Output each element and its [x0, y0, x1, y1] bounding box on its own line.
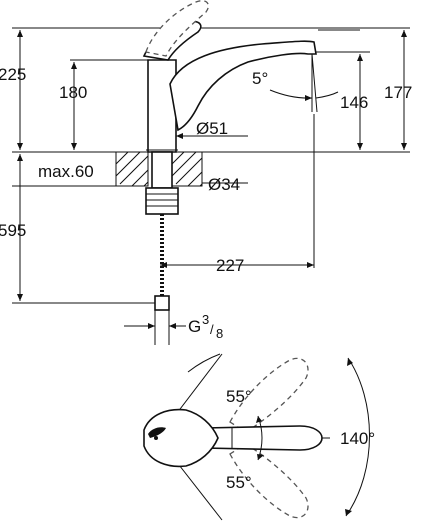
arrows-swing-inner: [256, 416, 264, 460]
side-view: 225 180 595 146 177 5° Ø51 max.60: [0, 0, 412, 345]
dim-spout-top: 177: [384, 83, 412, 102]
shank: [151, 151, 173, 189]
spout-axis-angled: [311, 53, 318, 113]
dim-thread-slash: /: [210, 322, 214, 337]
faucet-body: [147, 59, 177, 153]
dim-total-height: 225: [0, 65, 26, 84]
dim-hole-diameter: Ø34: [208, 175, 240, 194]
mounting-nut: [145, 187, 179, 215]
dim-below-depth: 595: [0, 221, 26, 240]
dim-spout-angle: 5°: [252, 69, 268, 88]
arrow-diameter-51: [176, 133, 183, 139]
spout: [169, 40, 317, 132]
dim-base-diameter: Ø51: [196, 119, 228, 138]
angle-swing-left: 55°: [226, 387, 252, 406]
spout-ghost-upper: [229, 357, 309, 433]
angle-leader-right: [315, 91, 339, 99]
handle-indicator-mark: [148, 427, 166, 438]
nut-threads: [146, 193, 178, 207]
pivot-point: [154, 436, 158, 440]
dim-reach: 227: [216, 256, 244, 275]
spout-ghost-lower: [229, 443, 309, 519]
angle-swing-total: 140°: [340, 429, 375, 448]
swing-arc-total: [345, 357, 370, 517]
dim-spout-height: 146: [340, 93, 368, 112]
angle-arrow: [305, 95, 312, 101]
hose-fitting: [154, 295, 170, 311]
countertop-section: [115, 151, 203, 187]
angle-swing-right: 55°: [226, 473, 252, 492]
dim-thread-numerator: 3: [202, 312, 209, 327]
swing-arc-left-top: [187, 353, 221, 373]
handle-top-view: [143, 408, 219, 468]
dim-thread-g: G: [188, 317, 201, 336]
spout-top-view: [203, 425, 323, 451]
arrows-thread: [148, 323, 176, 329]
dim-max-thickness: max.60: [38, 162, 94, 181]
top-view: 55° 55° 140°: [143, 353, 375, 521]
dim-thread-denominator: 8: [216, 326, 223, 341]
dim-body-height: 180: [59, 83, 87, 102]
handle-lever-raised: [145, 0, 210, 57]
